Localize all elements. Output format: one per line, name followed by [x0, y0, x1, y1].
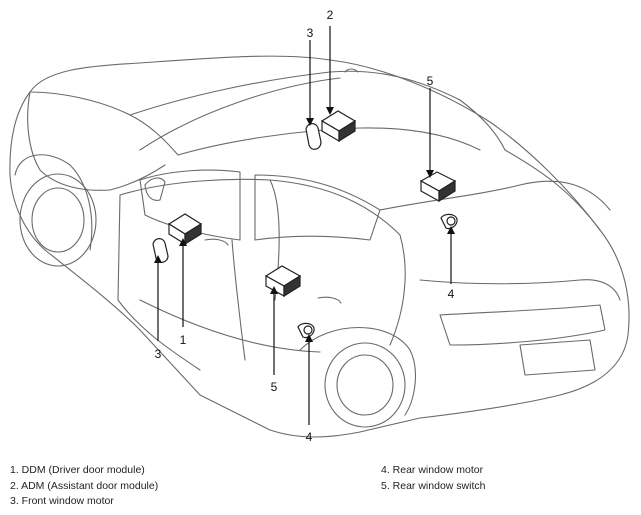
component-ddm [167, 213, 203, 246]
component-front-window-motor-driver [152, 238, 169, 263]
component-rear-window-switch-driver [264, 265, 302, 298]
legend-left: 1. DDM (Driver door module) 2. ADM (Assi… [10, 463, 158, 510]
legend-right: 4. Rear window motor 5. Rear window swit… [381, 463, 485, 494]
legend-item-rear-window-switch: 5. Rear window switch [381, 479, 486, 492]
callout-2: 2 [327, 8, 334, 22]
legend-item-front-window-motor: 3. Front window motor [10, 495, 114, 507]
component-front-window-motor-passenger [305, 123, 322, 150]
car-outline [9, 55, 630, 438]
callout-4-top: 4 [448, 287, 455, 301]
callout-3-top: 3 [307, 26, 314, 40]
component-rear-window-motor-driver [297, 322, 315, 339]
callout-5-top: 5 [427, 74, 434, 88]
callout-4-bottom: 4 [306, 430, 313, 444]
callout-1: 1 [180, 333, 187, 347]
legend-item-ddm: 1. DDM (Driver door module) [10, 464, 145, 476]
leader-arrows [154, 26, 455, 425]
legend-item-adm: 2. ADM (Assistant door module) [10, 479, 159, 492]
car-diagram: 2 3 5 4 1 3 5 4 [9, 8, 630, 444]
component-rear-window-switch-passenger [419, 171, 457, 203]
component-adm [320, 110, 357, 143]
callout-5-bottom: 5 [271, 380, 278, 394]
legend-item-rear-window-motor: 4. Rear window motor [381, 464, 484, 476]
component-rear-window-motor-passenger [440, 213, 458, 230]
callout-3-bottom: 3 [155, 347, 162, 361]
